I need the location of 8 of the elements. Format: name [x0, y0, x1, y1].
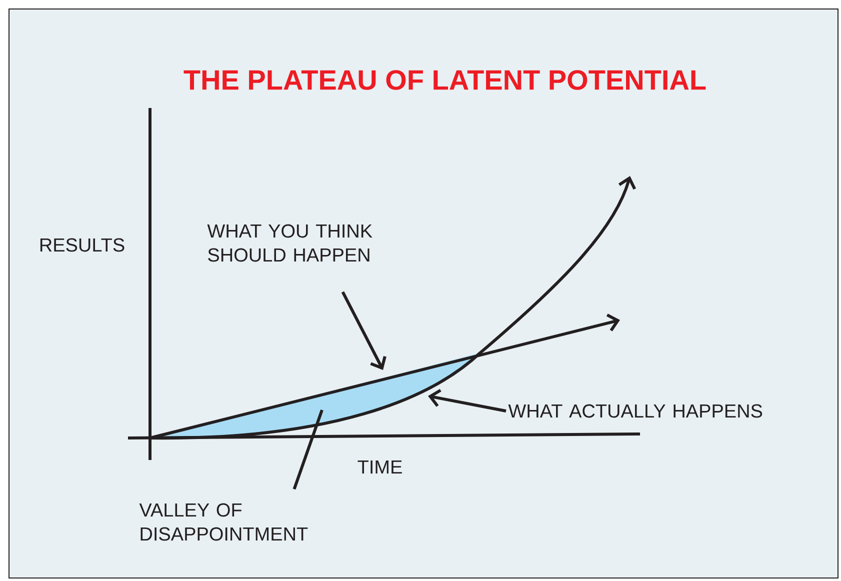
leader-arrow [428, 388, 506, 412]
axis-label: RESULTS [40, 238, 124, 252]
callout-text: WHAT ACTUALLY HAPPENS [508, 404, 762, 418]
title: THE PLATEAU OF LATENT POTENTIAL [184, 70, 706, 90]
axis-label: TIME [358, 460, 402, 474]
callout-text: VALLEY OF DISAPPOINTMENT [139, 503, 308, 541]
callout-text: WHAT YOU THINK SHOULD HAPPEN [207, 224, 372, 262]
leader-arrow [341, 291, 386, 370]
